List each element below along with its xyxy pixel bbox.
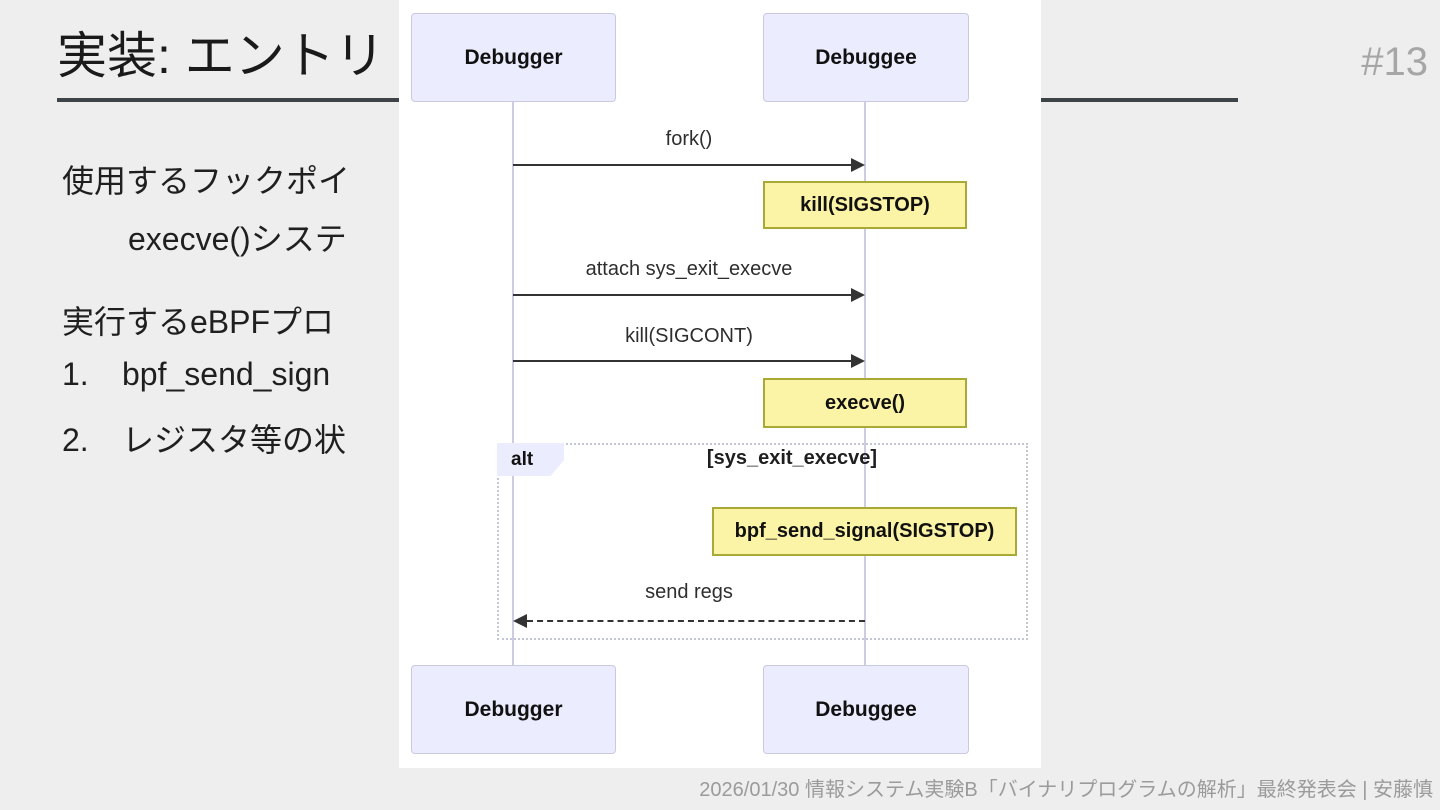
message-attach-line xyxy=(513,294,851,296)
list-text-2: レジスタ等の状 xyxy=(122,422,347,458)
lifeline-debugger xyxy=(512,100,514,665)
message-sigcont-label: kill(SIGCONT) xyxy=(625,325,753,347)
alt-fragment-condition: [sys_exit_execve] xyxy=(706,447,878,469)
note-execve: execve() xyxy=(763,378,967,428)
note-bpf-send-signal: bpf_send_signal(SIGSTOP) xyxy=(712,507,1017,556)
body-line-ebpf: 実行するeBPFプロ xyxy=(62,304,335,340)
numbered-item-1: 1. bpf_send_sign xyxy=(62,356,330,393)
list-text-1: bpf_send_sign xyxy=(122,356,331,392)
body-line-hook-point: 使用するフックポイ xyxy=(62,163,351,199)
arrowhead-right-icon xyxy=(851,288,865,302)
page-number: #13 xyxy=(1361,40,1428,84)
arrowhead-right-icon xyxy=(851,354,865,368)
list-number-1: 1. xyxy=(62,356,89,392)
message-send-regs-line xyxy=(527,620,865,622)
message-sigcont-line xyxy=(513,360,851,362)
actor-debugger-top: Debugger xyxy=(411,13,616,102)
footer-credit: 2026/01/30 情報システム実験B「バイナリプログラムの解析」最終発表会 … xyxy=(699,779,1433,801)
message-fork-label: fork() xyxy=(665,128,713,150)
alt-fragment-frame xyxy=(497,443,1028,640)
numbered-item-2: 2. レジスタ等の状 xyxy=(62,415,346,461)
message-send-regs-label: send regs xyxy=(645,581,733,603)
sequence-diagram-panel: alt [sys_exit_execve] fork() kill(SIGSTO… xyxy=(399,0,1041,768)
alt-fragment-label: alt xyxy=(497,443,564,476)
message-attach-label: attach sys_exit_execve xyxy=(585,258,793,280)
actor-debuggee-top: Debuggee xyxy=(763,13,969,102)
list-number-2: 2. xyxy=(62,422,89,458)
slide-title: 実装: エントリ xyxy=(57,28,385,84)
message-fork-line xyxy=(513,164,851,166)
body-line-execve: execve()システ xyxy=(128,221,347,257)
actor-debuggee-bottom: Debuggee xyxy=(763,665,969,754)
arrowhead-left-icon xyxy=(513,614,527,628)
arrowhead-right-icon xyxy=(851,158,865,172)
actor-debugger-bottom: Debugger xyxy=(411,665,616,754)
note-kill-sigstop: kill(SIGSTOP) xyxy=(763,181,967,229)
